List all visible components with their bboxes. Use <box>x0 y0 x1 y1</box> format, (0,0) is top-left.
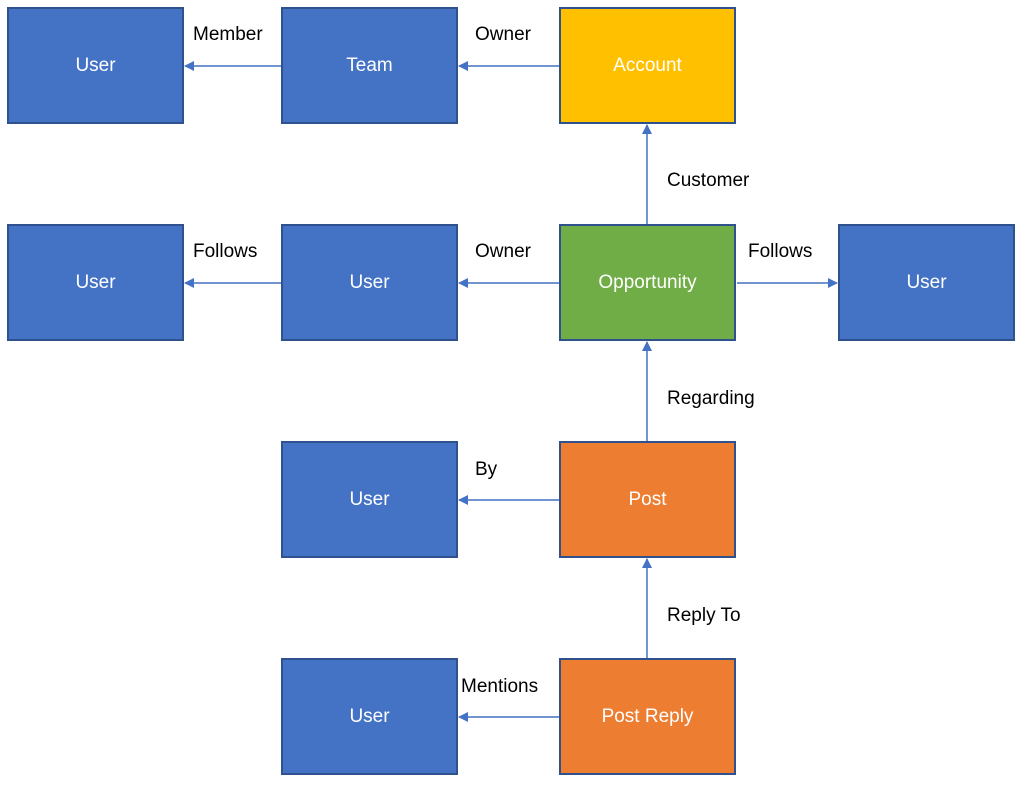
node-post-reply[interactable]: Post Reply <box>559 658 736 775</box>
node-label: Post <box>628 488 667 510</box>
node-user-owner[interactable]: User <box>281 224 458 341</box>
edge-label-by: By <box>475 459 498 480</box>
node-user-follows-right[interactable]: User <box>838 224 1015 341</box>
edge-label-team-owner: Owner <box>475 24 531 45</box>
edge-label-follows-left: Follows <box>193 241 258 262</box>
node-label: User <box>906 271 947 293</box>
node-team[interactable]: Team <box>281 7 458 124</box>
node-label: User <box>75 271 116 293</box>
edge-label-follows-right: Follows <box>748 241 813 262</box>
edge-label-customer: Customer <box>667 170 750 191</box>
node-user-follows-left[interactable]: User <box>7 224 184 341</box>
node-label: User <box>349 488 390 510</box>
node-label: Team <box>346 54 393 76</box>
node-user-by[interactable]: User <box>281 441 458 558</box>
edge-label-regarding: Regarding <box>667 388 755 409</box>
node-label: Post Reply <box>601 705 694 727</box>
node-label: User <box>349 705 390 727</box>
edge-label-mentions: Mentions <box>461 676 539 697</box>
edge-label-member: Member <box>193 24 263 45</box>
node-label: User <box>349 271 390 293</box>
node-label: Opportunity <box>598 271 697 293</box>
node-user-member[interactable]: User <box>7 7 184 124</box>
node-label: User <box>75 54 116 76</box>
edge-label-reply-to: Reply To <box>667 605 741 626</box>
node-opportunity[interactable]: Opportunity <box>559 224 736 341</box>
node-user-mentions[interactable]: User <box>281 658 458 775</box>
edge-label-opportunity-owner: Owner <box>475 241 531 262</box>
node-label: Account <box>613 54 682 76</box>
node-account[interactable]: Account <box>559 7 736 124</box>
node-post[interactable]: Post <box>559 441 736 558</box>
